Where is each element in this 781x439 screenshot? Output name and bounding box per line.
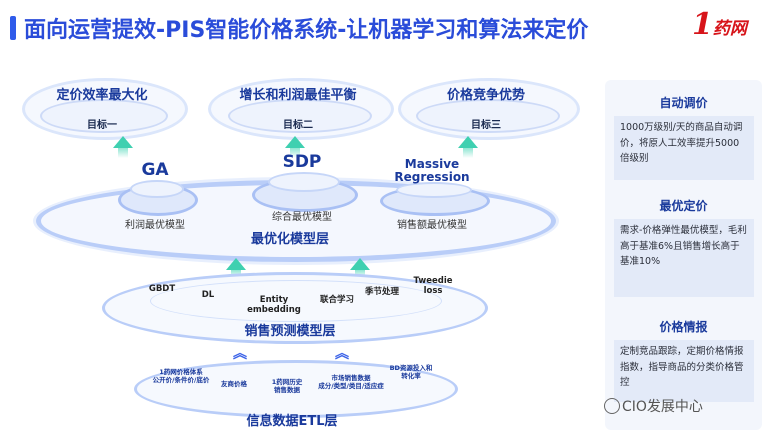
layer-label-forecast: 销售预测模型层 <box>244 324 336 339</box>
goal-ring-3-inner <box>416 99 560 133</box>
forecast-layer-inner-ring <box>150 280 442 322</box>
arrow-up-icon <box>285 136 305 148</box>
algo-sdp: SDP <box>282 152 322 172</box>
logo-number: 1 <box>692 7 713 42</box>
goal-label-2: 目标二 <box>283 120 313 131</box>
goal-title-2: 增长和利润最佳平衡 <box>239 88 357 103</box>
goal-label-1: 目标一 <box>87 120 117 131</box>
arrow-up-icon <box>458 136 478 148</box>
algo-massive-regression: Massive Regression <box>394 157 470 184</box>
feature-federated-learning: 联合学习 <box>319 295 354 305</box>
arrow-stem <box>118 148 128 158</box>
feature-tweedie-loss: Tweedie loss <box>413 276 453 296</box>
watermark: CIO发展中心 <box>622 399 703 415</box>
feature-seasonality: 季节处理 <box>364 287 399 297</box>
arrow-stem <box>463 148 473 158</box>
arrow-stem <box>290 148 300 158</box>
arrow-up-icon <box>350 258 370 270</box>
arrow-up-icon <box>226 258 246 270</box>
feature-dl: DL <box>201 290 215 300</box>
etl-item-bd-resources: BD资源投入和 转化率 <box>389 364 433 380</box>
sdp-pedestal-top <box>268 172 340 192</box>
panel-heading-auto-pricing: 自动调价 <box>659 96 708 110</box>
ga-pedestal-top <box>130 180 184 198</box>
layer-label-etl: 信息数据ETL层 <box>246 414 338 429</box>
panel-heading-price-intel: 价格情报 <box>659 320 708 334</box>
goal-ring-2-inner <box>228 99 372 133</box>
logo-text: 药网 <box>712 19 747 39</box>
regression-pedestal-top <box>396 182 472 198</box>
panel-heading-optimal-pricing: 最优定价 <box>659 199 708 213</box>
panel-text-optimal-pricing: 需求-价格弹性最优模型，毛利高于基准6%且销售增长高于基准10% <box>614 219 754 297</box>
etl-layer-ring <box>134 360 458 418</box>
goal-title-1: 定价效率最大化 <box>56 88 148 103</box>
panel-text-auto-pricing: 1000万级别/天的商品自动调价，将原人工效率提升5000倍级别 <box>614 116 754 180</box>
etl-item-history-sales: 1药网历史 销售数据 <box>271 378 303 394</box>
goal-title-3: 价格竞争优势 <box>446 88 525 103</box>
feature-entity-embedding: Entity embedding <box>247 295 301 315</box>
title-accent-bar <box>10 16 16 40</box>
feature-gbdt: GBDT <box>148 284 176 294</box>
etl-item-price-system: 1药网价格体系 公开价/条件价/底价 <box>152 368 210 384</box>
goal-label-3: 目标三 <box>471 120 501 131</box>
double-chevron-up-icon: ︽ <box>233 346 247 362</box>
panel-text-price-intel: 定制竞品跟踪，定期价格情报指数，指导商品的分类价格管控 <box>614 340 754 402</box>
arrow-up-icon <box>113 136 133 148</box>
layer-label-optimization: 最优化模型层 <box>250 232 329 247</box>
double-chevron-up-icon: ︽ <box>335 346 349 362</box>
goal-ring-1-inner <box>40 99 168 133</box>
algo-ga: GA <box>141 160 169 180</box>
page-title: 面向运营提效-PIS智能价格系统-让机器学习和算法来定价 <box>24 18 589 43</box>
etl-item-competitor-price: 友商价格 <box>221 380 247 388</box>
model-label-sdp: 综合最优模型 <box>272 212 332 223</box>
model-label-ga: 利润最优模型 <box>125 220 185 231</box>
brand-logo: 1药网 <box>692 10 747 40</box>
model-label-regression: 销售额最优模型 <box>397 220 467 231</box>
etl-item-market-sales: 市场销售数据 成分/类型/类目/适应症 <box>318 374 384 390</box>
wechat-icon <box>604 398 620 414</box>
